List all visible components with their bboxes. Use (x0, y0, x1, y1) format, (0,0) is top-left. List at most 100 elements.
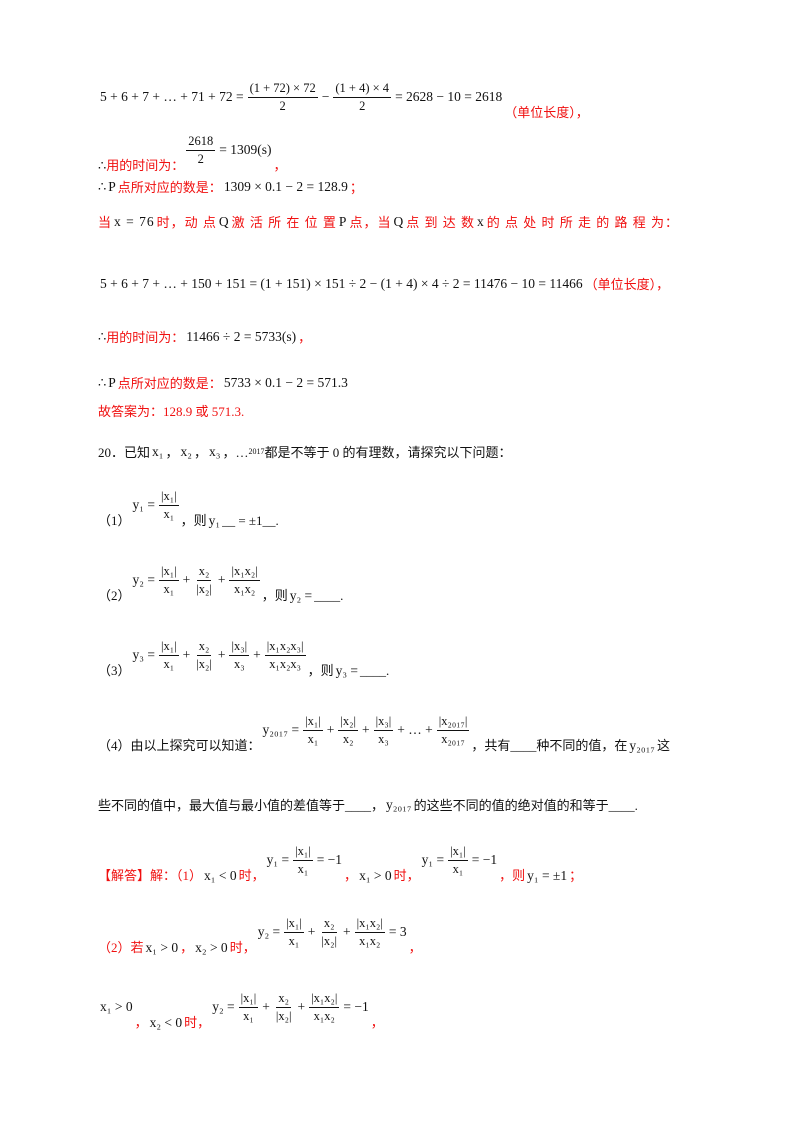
body-text: ，共有____种不同的值，在 (471, 738, 628, 753)
fraction-numerator: |x₁| (293, 844, 313, 861)
answer-text: 的 点 处 时 所 走 的 路 程 为： (486, 215, 679, 230)
math-expression: = −1 (343, 999, 369, 1014)
math-expression: x₂ < 0 (149, 1015, 183, 1030)
fraction: x₂|x₂| (194, 639, 214, 672)
fraction: x₂|x₂| (194, 564, 214, 597)
math-expression: + (253, 647, 261, 662)
fraction-numerator: |x₁x₂x₃| (264, 639, 306, 656)
answer-text: （2）若 (98, 940, 144, 955)
math-expression: + (217, 572, 226, 587)
answer-text: 时， (229, 940, 256, 955)
fraction-denominator: 2 (359, 98, 366, 113)
text-line: ∴用的时间为：11466 ÷ 2 = 5733(s)， (98, 327, 311, 346)
math-expression: y₁ = (421, 852, 445, 867)
fraction-denominator: x₁ (288, 933, 300, 948)
fraction-numerator: (1 + 4) × 4 (333, 81, 392, 98)
body-text: ，… (222, 445, 249, 460)
fraction-denominator: 2 (197, 151, 204, 166)
math-expression: x₁ > 0 (359, 868, 392, 883)
answer-text: ； (349, 180, 363, 195)
fraction-denominator: x₁x₂ (233, 581, 256, 596)
answer-text: 点 到 达 数 (406, 215, 475, 230)
fraction-denominator: |x₂| (321, 933, 338, 948)
math-expression: + (343, 924, 351, 939)
body-text: （2） (98, 588, 131, 603)
fraction: |x₃|x₃ (229, 639, 250, 672)
fraction: |x₁x₂x₃|x₁x₂x₃ (264, 639, 306, 672)
math-expression: 1309 × 0.1 − 2 = 128.9 (223, 178, 348, 194)
fraction: |x₂|x₂ (338, 714, 358, 747)
body-text: （4）由以上探究可以知道： (98, 738, 261, 753)
fraction-denominator: x₁x₂ (359, 933, 381, 948)
math-expression: x₃ (208, 443, 221, 459)
fraction: x₂|x₂| (319, 916, 339, 949)
subscript-text: 2017 (248, 447, 265, 456)
math-expression: y₁ = ±1 (527, 868, 568, 883)
fraction: x₂|x₂| (274, 991, 294, 1024)
fraction-numerator: x₂ (321, 916, 337, 933)
answer-text: 故答案为：128.9 或 571.3. (98, 404, 245, 419)
body-text: 的这些不同的值的绝对值的和等于____. (413, 798, 638, 813)
fraction-denominator: x₁x₂ (313, 1008, 335, 1023)
math-expression: y₂₀₁₇ (386, 796, 412, 812)
math-expression: y₃ = (132, 647, 155, 662)
math-expression: y₂ = (212, 999, 235, 1014)
math-expression: 5733 × 0.1 − 2 = 571.3 (223, 374, 348, 390)
answer-text: ， (134, 1015, 148, 1030)
math-expression: y₁ (208, 513, 221, 528)
math-expression: y₂₀₁₇ (629, 738, 655, 753)
math-expression: y₁ = (132, 497, 155, 512)
math-expression: = 2628 − 10 = 2618 (395, 89, 503, 104)
math-expression: x₁ < 0 (204, 868, 237, 883)
fraction: |x₁|x₁ (448, 844, 468, 877)
math-expression: y₂ = (132, 572, 155, 587)
math-expression: x₂ (180, 443, 192, 459)
answer-text: 点所对应的数是： (117, 376, 222, 391)
math-expression: x (476, 213, 485, 229)
fraction: |x₁|x₁ (158, 564, 179, 597)
math-expression: + (361, 722, 370, 737)
answer-text: 用的时间为： (106, 330, 185, 345)
fraction-numerator: |x₁x₂| (354, 916, 385, 933)
text-line: （4）由以上探究可以知道：y₂₀₁₇ =|x₁|x₁+|x₂|x₂+|x₃|x₃… (98, 700, 670, 760)
body-text: ， (165, 445, 179, 460)
fraction: |x₁|x₁ (158, 639, 179, 672)
fraction-denominator: |x₂| (196, 581, 212, 596)
math-expression: + (182, 647, 191, 662)
fraction-numerator: x₂ (276, 991, 291, 1008)
body-text: ____. (360, 663, 390, 678)
math-expression: x₁ > 0 (100, 999, 133, 1014)
fraction-numerator: |x₁| (238, 991, 259, 1008)
text-line: （3）y₃ =|x₁|x₁+x₂|x₂|+|x₃|x₃+|x₁x₂x₃|x₁x₂… (98, 625, 389, 685)
math-expression: x₁ (152, 443, 164, 459)
math-expression: y₃ = (335, 663, 359, 678)
answer-text: 时， (393, 868, 420, 883)
math-expression: P (108, 178, 116, 194)
answer-text: ； (569, 868, 583, 883)
math-expression: + (297, 999, 306, 1014)
text-line: 5 + 6 + 7 + … + 150 + 151 = (1 + 151) × … (98, 274, 669, 293)
fraction-numerator: |x₂₀₁₇| (436, 714, 470, 731)
answer-text: 点所对应的数是： (117, 180, 222, 195)
fraction-numerator: |x₁| (448, 844, 468, 861)
fraction-denominator: x₂ (342, 731, 354, 746)
fraction-numerator: x₂ (196, 639, 212, 656)
fraction-numerator: (1 + 72) × 72 (247, 81, 318, 98)
fraction: |x₁|x₁ (284, 916, 304, 949)
fraction-denominator: x₁ (452, 861, 464, 876)
body-text: （1） (98, 513, 131, 528)
math-expression: 11466 ÷ 2 = 5733(s) (186, 328, 297, 344)
math-expression: y₁ = (266, 852, 290, 867)
fraction-numerator: |x₁x₂| (229, 564, 260, 581)
answer-text: 时， (238, 868, 265, 883)
body-text: ∴ (98, 178, 107, 194)
math-expression: 5 + 6 + 7 + … + 71 + 72 = (100, 89, 244, 104)
answer-text: 点，当 (349, 215, 392, 230)
